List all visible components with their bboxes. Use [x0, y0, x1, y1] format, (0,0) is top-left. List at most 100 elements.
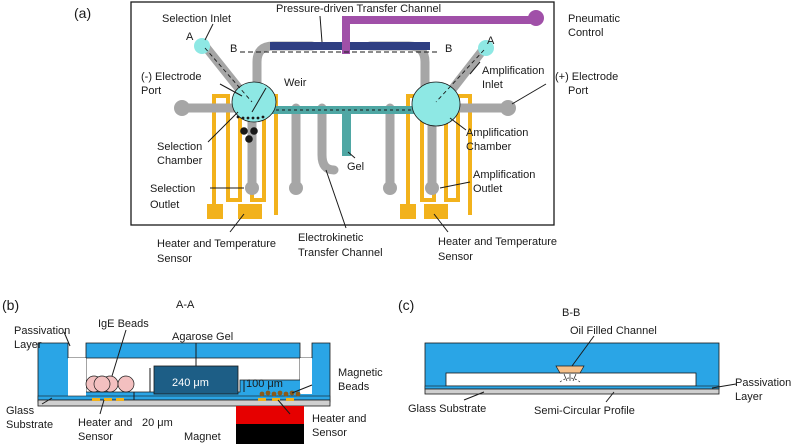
- leader-line: [229, 213, 245, 233]
- gel-channel: [342, 108, 351, 156]
- label-profile: Semi-Circular Profile: [534, 405, 635, 417]
- section-title-bb: B-B: [562, 307, 580, 319]
- label-electrode-pos: Port: [568, 85, 588, 97]
- label-glass-substrate: Glass Substrate: [408, 403, 486, 415]
- agarose-gel-block: [153, 365, 239, 395]
- label-selection-chamber: Selection: [157, 141, 202, 153]
- label-ek-channel: Electrokinetic: [298, 232, 364, 244]
- label-amp-outlet: Outlet: [473, 183, 502, 195]
- leader-line: [325, 169, 347, 229]
- label-ek-channel: Transfer Channel: [298, 247, 383, 259]
- heater-pads: [92, 398, 294, 401]
- label-heater-right: Sensor: [438, 251, 473, 263]
- label-gel-height: 240 μm: [172, 377, 209, 389]
- label-amp-outlet: Amplification: [473, 169, 535, 181]
- label-gap: 20 μm: [142, 417, 173, 429]
- label-selection-outlet: Selection: [150, 183, 195, 195]
- label-selection-chamber: Chamber: [157, 155, 203, 167]
- section-a-label: A: [186, 31, 194, 43]
- ek-left-leg: [317, 103, 339, 175]
- electrode-port-negative: [174, 100, 190, 116]
- section-title-aa: A-A: [176, 299, 195, 311]
- magnet-south: [236, 424, 304, 444]
- glass-substrate: [37, 399, 331, 407]
- selection-inlet-port: [194, 38, 210, 54]
- section-b-label: B: [230, 43, 237, 55]
- leader-line: [111, 329, 127, 377]
- pneumatic-line: [342, 16, 534, 54]
- leader-line: [433, 213, 449, 233]
- pneumatic-port: [528, 10, 544, 26]
- label-selection-inlet: Selection Inlet: [162, 13, 231, 25]
- leader-line: [449, 117, 467, 131]
- heater-pad: [424, 204, 448, 219]
- section-b-label: B: [445, 43, 452, 55]
- heater-pad: [400, 204, 416, 219]
- outlet-well: [289, 181, 303, 195]
- label-glass-substrate: Substrate: [6, 419, 53, 431]
- panel-a: (a): [74, 1, 620, 265]
- semi-circular-profile: [559, 377, 581, 383]
- label-pressure-channel: Pressure-driven Transfer Channel: [276, 3, 441, 15]
- oil-filled-channel: [555, 365, 585, 374]
- label-heater-right: Heater and Temperature: [438, 236, 557, 248]
- amplification-outlet-well: [425, 181, 439, 195]
- section-a-line: [435, 49, 485, 103]
- label-electrode-pos: (+) Electrode: [555, 71, 618, 83]
- label-passivation: Passivation: [735, 377, 791, 389]
- label-passivation: Layer: [735, 391, 763, 403]
- label-passivation: Layer: [14, 339, 42, 351]
- label-gel: Gel: [347, 161, 364, 173]
- leader-line: [251, 87, 267, 113]
- label-magnetic-beads: Beads: [338, 381, 370, 393]
- leader-line: [347, 151, 356, 159]
- channel: [445, 372, 697, 387]
- panel-b: (b) A-A: [2, 297, 383, 444]
- label-ige-beads: IgE Beads: [98, 318, 149, 330]
- leader-line: [219, 83, 243, 97]
- leader-line: [207, 111, 239, 143]
- label-heater-sensor-right: Sensor: [312, 427, 347, 439]
- electrode-port-positive: [500, 100, 516, 116]
- leader-line: [99, 399, 105, 415]
- section-a-label: A: [487, 35, 495, 47]
- leader-line: [291, 384, 313, 394]
- label-magnetic-beads: Magnetic: [338, 367, 383, 379]
- label-pneumatic-control: Pneumatic: [568, 13, 620, 25]
- label-amp-inlet: Amplification: [482, 65, 544, 77]
- leader-line: [439, 181, 471, 189]
- label-magnet: Magnet: [184, 431, 221, 443]
- label-selection-outlet: Outlet: [150, 199, 179, 211]
- label-pneumatic-control: Control: [568, 27, 603, 39]
- panel-c: (c) B-B Oil Filled Channel Glass Substra…: [398, 297, 791, 417]
- label-electrode-neg: Port: [141, 85, 161, 97]
- bead: [245, 135, 253, 143]
- selection-outlet-well: [245, 181, 259, 195]
- passivation-layer: [424, 385, 720, 390]
- glass-substrate: [424, 388, 720, 395]
- label-weir: Weir: [284, 77, 307, 89]
- label-heater-sensor-right: Heater and: [312, 413, 366, 425]
- outlet-well: [383, 181, 397, 195]
- outlet-well: [300, 358, 312, 394]
- inlet-well: [68, 358, 86, 396]
- leader-line: [605, 391, 615, 403]
- panel-c-tag: (c): [398, 297, 414, 313]
- leader-line: [511, 83, 547, 105]
- leader-line: [319, 15, 323, 43]
- label-oil-channel: Oil Filled Channel: [570, 325, 657, 337]
- magnet-north: [236, 406, 304, 424]
- leader-line: [711, 383, 737, 389]
- label-amp-inlet: Inlet: [482, 79, 503, 91]
- label-amp-chamber: Amplification: [466, 127, 528, 139]
- label-passivation: Passivation: [14, 325, 70, 337]
- label-heater-sensor: Sensor: [78, 431, 113, 443]
- panel-a-tag: (a): [74, 5, 91, 21]
- amplification-chamber: [411, 81, 461, 127]
- label-amp-chamber: Chamber: [466, 141, 512, 153]
- weir: [236, 115, 265, 120]
- heater-pad: [238, 204, 262, 219]
- label-glass-substrate: Glass: [6, 405, 35, 417]
- label-agarose-gel: Agarose Gel: [172, 331, 233, 343]
